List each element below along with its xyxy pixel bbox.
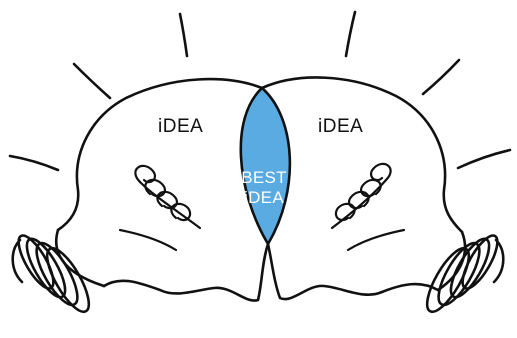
- right-bulb: [262, 78, 504, 318]
- right-light-rays: [346, 12, 510, 168]
- left-bulb-screw-base: [12, 231, 96, 317]
- left-bulb-outline: [58, 79, 262, 230]
- ray-right-2: [423, 60, 459, 94]
- right-bulb-label: iDEA: [318, 116, 363, 137]
- left-bulb-label: iDEA: [158, 116, 203, 137]
- right-bulb-outline: [262, 78, 462, 232]
- left-light-rays: [10, 14, 187, 170]
- right-bulb-lower-outline: [268, 244, 438, 299]
- left-bulb: [12, 79, 268, 317]
- ray-left-1: [180, 14, 187, 56]
- ray-left-3: [10, 156, 58, 170]
- right-bulb-screw-base: [420, 231, 504, 317]
- best-idea-overlap: [241, 88, 290, 244]
- ray-left-2: [74, 64, 110, 98]
- right-filament: [332, 164, 404, 250]
- overlap-label-best: BEST: [241, 168, 287, 187]
- ray-right-1: [346, 12, 355, 56]
- overlap-label-idea: iDEA: [244, 188, 284, 207]
- left-bulb-lower-outline: [104, 244, 268, 301]
- ray-right-3: [458, 150, 510, 168]
- left-filament: [120, 166, 200, 250]
